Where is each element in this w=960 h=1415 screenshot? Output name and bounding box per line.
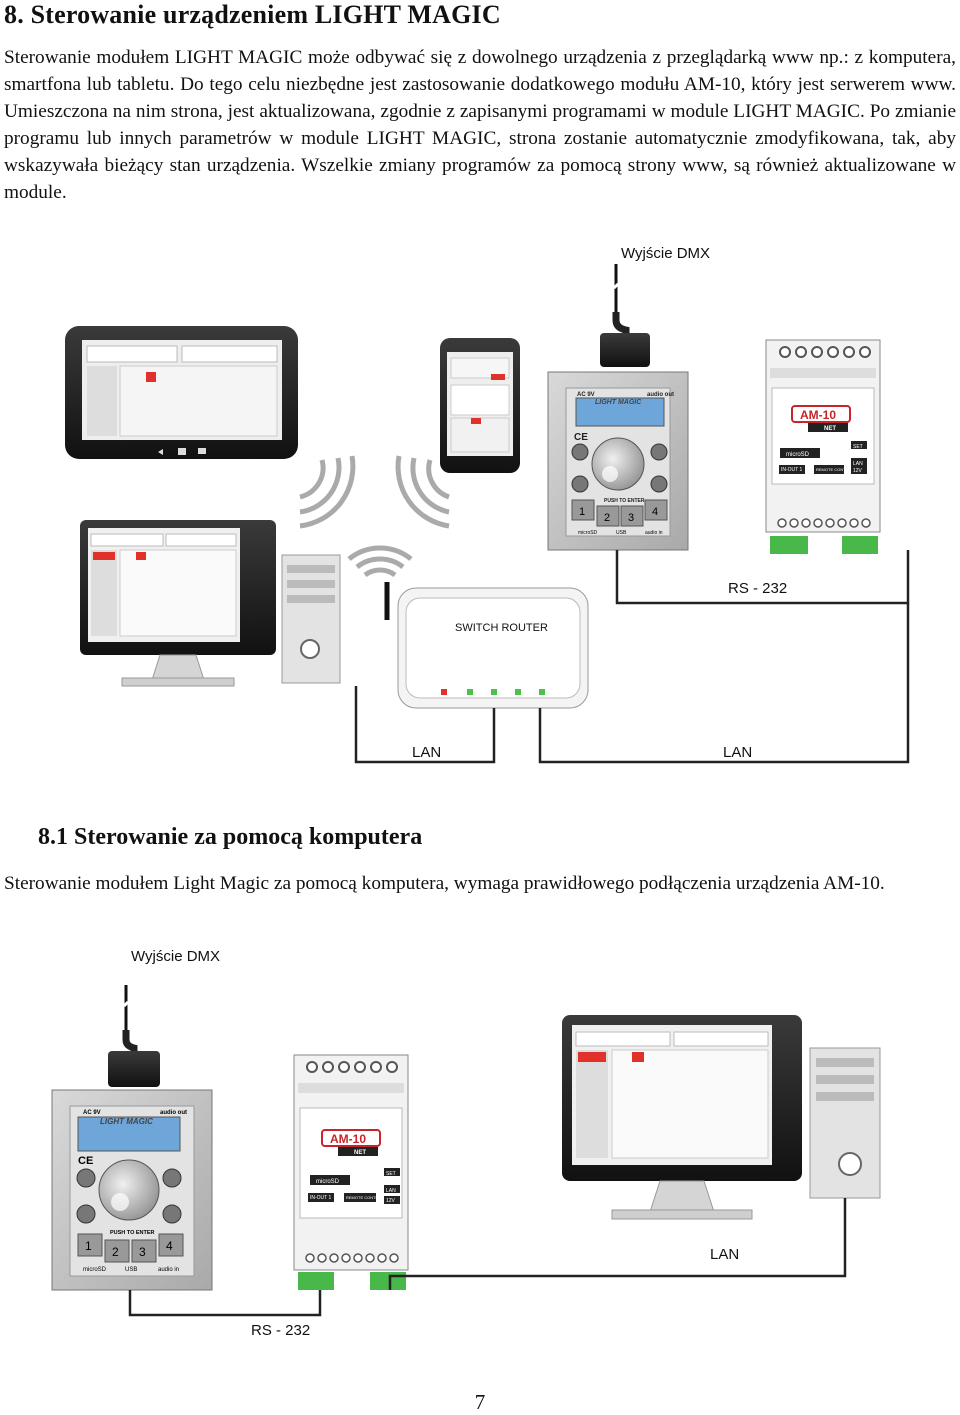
am10-set: SET bbox=[853, 444, 863, 450]
ce-mark: CE bbox=[574, 432, 588, 443]
push-to-enter: PUSH TO ENTER bbox=[604, 498, 645, 504]
light-magic-device-2: AC 9V audio out LIGHT MAGIC CE PUSH TO E… bbox=[51, 1089, 213, 1291]
diagram-computer: AC 9V audio out LIGHT MAGIC CE PUSH TO E… bbox=[51, 985, 881, 1317]
dmx-connector bbox=[600, 333, 650, 367]
key-2-2: 2 bbox=[112, 1245, 119, 1259]
am10-logo: AM-10 bbox=[800, 408, 836, 422]
am10-device: AM-10 NET microSD SET LAN IN-OUT 1 REMOT… bbox=[765, 339, 881, 554]
am10-device-2: AM-10 NET microSD SET LAN IN-OUT 1 REMOT… bbox=[293, 1054, 409, 1290]
audio-out-label-2: audio out bbox=[160, 1110, 187, 1116]
am10-set-2: SET bbox=[386, 1171, 396, 1177]
am10-brand-2: NET bbox=[354, 1150, 366, 1156]
audio-out-label: audio out bbox=[647, 392, 674, 398]
device-screen-text: LIGHT MAGIC bbox=[595, 399, 642, 406]
usb-port: USB bbox=[616, 530, 627, 536]
am10-microsd: microSD bbox=[786, 452, 810, 458]
diagram-network: AC 9V audio out LIGHT MAGIC CE PUSH TO E… bbox=[65, 264, 910, 764]
ac-label-2: AC 9V bbox=[83, 1110, 101, 1116]
switch-router: SWITCH ROUTER bbox=[384, 582, 589, 709]
pc-tower-2 bbox=[809, 1047, 881, 1199]
am10-remote: REMOTE CONTROL bbox=[816, 467, 855, 472]
pc-tower bbox=[281, 554, 341, 684]
ac-label: AC 9V bbox=[577, 392, 595, 398]
key-1-2: 1 bbox=[85, 1239, 92, 1253]
cables-2 bbox=[128, 1198, 847, 1317]
key-3: 3 bbox=[628, 512, 634, 524]
ce-mark-2: CE bbox=[78, 1155, 93, 1167]
lan-label-2: LAN bbox=[710, 1246, 740, 1263]
light-magic-device: AC 9V audio out LIGHT MAGIC CE PUSH TO E… bbox=[547, 371, 689, 551]
device-screen-text-2: LIGHT MAGIC bbox=[100, 1117, 153, 1126]
subsection-paragraph: Sterowanie modułem Light Magic za pomocą… bbox=[4, 873, 885, 894]
desktop-monitor-2 bbox=[562, 1015, 802, 1220]
key-3-2: 3 bbox=[139, 1245, 146, 1259]
am10-logo-2: AM-10 bbox=[330, 1132, 366, 1146]
key-2: 2 bbox=[604, 512, 610, 524]
am10-inout: IN-OUT 1 bbox=[781, 467, 803, 473]
am10-brand: NET bbox=[824, 426, 836, 432]
am10-inout-2: IN-OUT 1 bbox=[310, 1195, 332, 1201]
microsd-port: microSD bbox=[578, 530, 598, 536]
router-label: SWITCH ROUTER bbox=[455, 622, 548, 634]
subsection-title: 8.1 Sterowanie za pomocą komputera bbox=[38, 824, 423, 850]
am10-lan: LAN bbox=[853, 461, 863, 467]
microsd-port-2: microSD bbox=[83, 1267, 107, 1273]
section-paragraph: Sterowanie modułem LIGHT MAGIC może odby… bbox=[4, 47, 956, 203]
key-1: 1 bbox=[579, 506, 585, 518]
lan-left-label: LAN bbox=[412, 744, 442, 761]
dmx-connector-2 bbox=[108, 1051, 160, 1087]
lan-right-label: LAN bbox=[723, 744, 753, 761]
am10-remote-2: REMOTE CONTROL bbox=[346, 1195, 385, 1200]
push-to-enter-2: PUSH TO ENTER bbox=[110, 1230, 155, 1236]
audio-in-port: audio in bbox=[645, 530, 663, 536]
cables bbox=[354, 550, 910, 764]
usb-port-2: USB bbox=[125, 1267, 137, 1273]
am10-12v-2: 12V bbox=[386, 1198, 396, 1204]
dmx-output-label-2: Wyjście DMX bbox=[131, 948, 221, 965]
key-4: 4 bbox=[652, 506, 658, 518]
tablet bbox=[65, 326, 298, 459]
rs232-label: RS - 232 bbox=[728, 580, 788, 597]
am10-microsd-2: microSD bbox=[316, 1179, 340, 1185]
key-4-2: 4 bbox=[166, 1239, 173, 1253]
desktop-monitor bbox=[80, 520, 276, 687]
am10-12v: 12V bbox=[853, 468, 863, 474]
smartphone bbox=[440, 338, 520, 473]
rs232-label-2: RS - 232 bbox=[251, 1322, 311, 1339]
section-title: 8. Sterowanie urządzeniem LIGHT MAGIC bbox=[4, 0, 501, 29]
page-number: 7 bbox=[474, 1390, 486, 1414]
am10-lan-2: LAN bbox=[386, 1188, 396, 1194]
audio-in-port-2: audio in bbox=[158, 1267, 179, 1273]
dmx-output-label: Wyjście DMX bbox=[621, 245, 711, 262]
wifi-signal-icon bbox=[299, 455, 450, 578]
